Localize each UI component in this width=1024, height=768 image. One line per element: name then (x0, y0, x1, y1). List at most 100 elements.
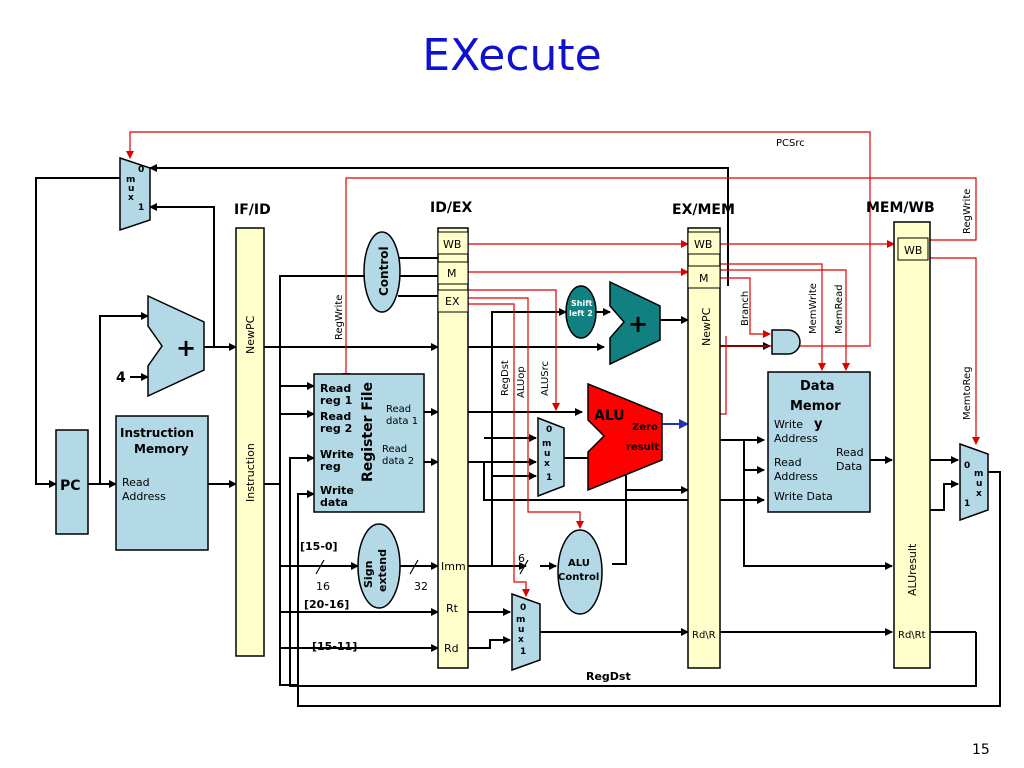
idex-rd: Rd (444, 642, 459, 655)
alusrc-mux-u: u (544, 449, 550, 459)
rf-read-data1-1: Read (386, 404, 411, 415)
data-memory: Data Memor y Write Address Read Address … (767, 371, 871, 513)
bits-15-0: [15-0] (300, 540, 338, 553)
alu-label: ALU (594, 408, 625, 424)
control-label: Control (377, 246, 391, 296)
idex-imm: Imm (441, 560, 466, 573)
instruction-memory-title-2: Memory (134, 442, 189, 456)
control-wires (126, 131, 980, 597)
pc-adder-plus: + (176, 334, 196, 362)
idex-label: ID/EX (430, 200, 473, 216)
rf-write-data-2: data (320, 496, 348, 509)
signal-regdst-vertical: RegDst (500, 360, 511, 396)
idex-m: M (447, 267, 457, 280)
idex-wb: WB (443, 238, 461, 251)
rf-write-data-1: Write (320, 484, 354, 497)
alusrc-mux-x: x (544, 459, 550, 469)
memtoreg-mux: 0 m u x 1 (959, 442, 989, 522)
memwb-register: MEM/WB WB ALUresult Rd\Rt (866, 200, 935, 669)
wb-mux-x: x (976, 489, 982, 499)
idex-ex: EX (445, 295, 460, 308)
dm-read-data-2: Data (836, 460, 862, 473)
memwb-label: MEM/WB (866, 200, 935, 216)
sign-extend-2: extend (376, 549, 389, 592)
dm-write-addr-1: Write (774, 418, 803, 431)
data-wires (35, 164, 1001, 707)
regdst-mux-m: m (516, 615, 525, 625)
alusrc-mux-0: 0 (546, 425, 552, 435)
wb-mux-1: 1 (964, 499, 970, 509)
ifid-instruction: Instruction (244, 443, 257, 502)
shift-left-1: Shift (571, 299, 593, 308)
dm-read-addr-1: Read (774, 456, 802, 469)
rf-read-reg2-2: reg 2 (320, 422, 352, 435)
dm-read-addr-2: Address (774, 470, 818, 483)
rf-write-reg-1: Write (320, 448, 354, 461)
regdst-mux-1: 1 (520, 647, 526, 657)
signal-aluop: ALUop (516, 366, 527, 398)
ifid-label: IF/ID (234, 202, 271, 218)
rf-read-reg2-1: Read (320, 410, 351, 423)
dm-read-data-1: Read (836, 446, 864, 459)
instruction-memory-read-1: Read (122, 476, 150, 489)
pc-register: PC (55, 429, 89, 535)
width-16: 16 (316, 580, 330, 593)
exmem-rdr: Rd\R (692, 630, 716, 641)
exmem-register: EX/MEM WB M NewPC Rd\R (672, 202, 735, 669)
width-32: 32 (414, 580, 428, 593)
regdst-mux: 0 m u x 1 (511, 592, 541, 672)
bits-15-11: [15-11] (312, 640, 357, 653)
ifid-register: IF/ID NewPC Instruction (234, 202, 271, 657)
data-memory-title-1: Data (800, 379, 835, 394)
instruction-memory-title-1: Instruction (120, 426, 194, 440)
signal-pcsrc: PCSrc (776, 138, 805, 149)
data-memory-title-2: Memor (790, 399, 841, 414)
dm-write-addr-2: Address (774, 432, 818, 445)
rf-read-data2-1: Read (382, 444, 407, 455)
idex-rt: Rt (446, 602, 459, 615)
signal-memtoreg: MemtoReg (962, 366, 973, 420)
branch-adder-plus: + (628, 310, 648, 338)
alu-control-1: ALU (568, 558, 590, 569)
alu-zero: Zero (632, 422, 658, 433)
alu-result: result (626, 442, 659, 453)
mux-label-1: 1 (138, 203, 144, 213)
exmem-label: EX/MEM (672, 202, 735, 218)
signal-branch: Branch (740, 291, 751, 326)
pc-mux: 0 m u x 1 (119, 156, 151, 232)
mux-label-x: x (128, 193, 134, 203)
branch-adder: + (609, 280, 661, 366)
wb-mux-0: 0 (964, 461, 970, 471)
data-memory-title-3: y (814, 417, 823, 432)
ifid-newpc: NewPC (244, 315, 257, 354)
slide-title: EXecute (422, 30, 602, 81)
sign-extend: Sign extend (357, 523, 401, 609)
rf-read-reg1-2: reg 1 (320, 394, 352, 407)
alusrc-mux-1: 1 (546, 473, 552, 483)
width-6: 6 (518, 552, 525, 565)
mux-label-u: u (128, 184, 134, 194)
signal-regwrite-top: RegWrite (962, 189, 973, 234)
regdst-mux-0: 0 (520, 603, 526, 613)
signal-regwrite-left: RegWrite (334, 295, 345, 340)
rf-read-data2-2: data 2 (382, 456, 414, 467)
idex-register: ID/EX WB M EX Imm Rt Rd (430, 200, 473, 669)
register-file-title: Register File (360, 382, 376, 482)
exmem-wb: WB (694, 238, 712, 251)
signal-alusrc: ALUSrc (540, 361, 551, 396)
alu-control: ALU Control (557, 529, 603, 615)
alusrc-mux-m: m (542, 439, 551, 449)
rf-read-reg1-1: Read (320, 382, 351, 395)
memwb-aluresult: ALUresult (906, 543, 919, 596)
instruction-memory: Instruction Memory Read Address (115, 415, 209, 551)
bits-20-16: [20-16] (304, 598, 349, 611)
branch-and-gate (771, 329, 801, 355)
regdst-mux-u: u (518, 625, 524, 635)
rf-write-reg-2: reg (320, 460, 341, 473)
regdst-mux-x: x (518, 635, 524, 645)
page-number: 15 (972, 742, 990, 758)
wb-mux-u: u (976, 479, 982, 489)
signal-regdst-bottom: RegDst (586, 670, 631, 683)
mux-label-m: m (126, 175, 135, 185)
